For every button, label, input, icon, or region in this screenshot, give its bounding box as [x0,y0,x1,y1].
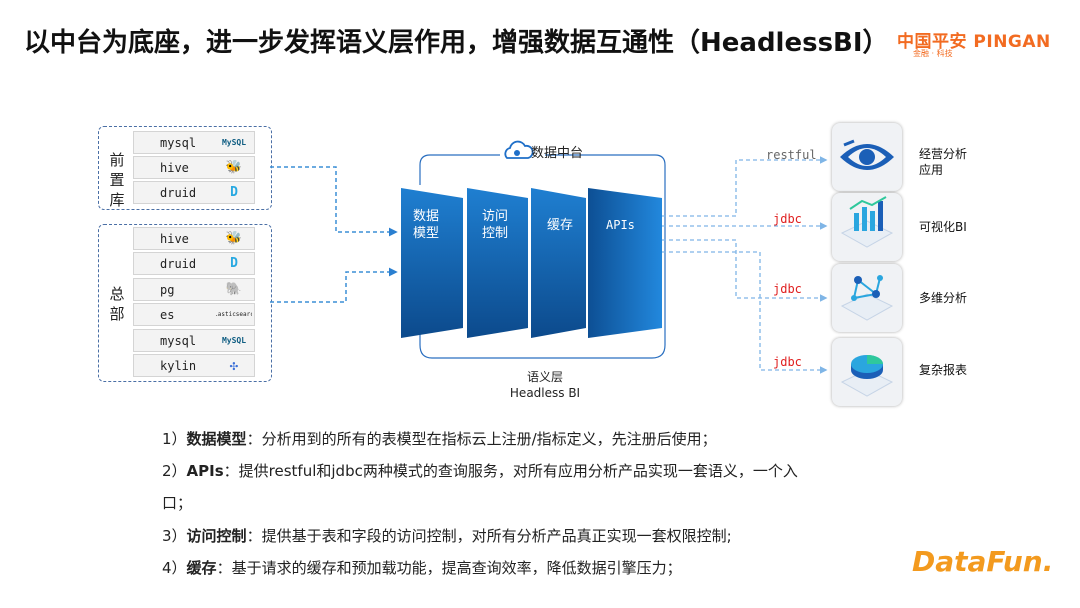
app-card-business-analysis [832,123,902,191]
app-label-visual-bi: 可视化BI [919,220,967,234]
druid-logo-icon: D [230,185,238,200]
db-name: hive [160,232,189,246]
output-connectors [662,156,828,374]
db-item-hive: hive 🐝 [133,156,255,179]
app-label-business-analysis: 经营分析 应用 [919,147,968,177]
mysql-logo-icon: MySQL [221,336,247,345]
hive-logo-icon: 🐝 [225,231,243,246]
pie-chart-icon [840,355,894,397]
db-name: druid [160,257,197,271]
front-db-group [98,126,272,210]
panel-cache-label: 缓存 [547,218,574,233]
db-item-pg: pg 🐘 [133,278,255,301]
platform-label: 数据中台 [531,146,584,161]
eye-icon [840,139,894,170]
db-name: mysql [160,136,197,150]
point-apis-continued: 口； [162,494,193,512]
db-item-druid: druid D [133,252,255,275]
datafun-logo: DataFun. [912,545,1054,578]
protocol-restful: restful [766,148,817,162]
page-title: 以中台为底座，进一步发挥语义层作用，增强数据互通性（HeadlessBI） [24,28,889,58]
protocol-jdbc: jdbc [773,212,802,226]
app-card-multidim [832,264,902,332]
db-item-mysql: mysql MySQL [133,131,255,154]
app-card-complex-report [832,338,902,406]
panel-apis [588,188,662,338]
panel-data-model-label: 数据 模型 [413,209,440,241]
app-label-multidim: 多维分析 [919,291,968,305]
panel-access-control-label: 访问 控制 [482,209,509,241]
point-data-model: 1）数据模型：分析用到的所有的表模型在指标云上注册/指标定义，先注册后使用； [162,430,717,448]
network-cube-icon [840,275,894,321]
front-db-label: 前 置 库 [109,151,125,209]
kylin-logo-icon: ✣ [229,357,239,374]
db-name: druid [160,186,197,200]
pingan-logo: 中国平安 PINGAN 金融 · 科技 [897,27,1067,59]
db-item-hive: hive 🐝 [133,227,255,250]
protocol-jdbc: jdbc [773,355,802,369]
point-apis: 2）APIs：提供restful和jdbc两种模式的查询服务，对所有应用分析产品… [162,462,798,480]
brand-subtitle: 金融 · 科技 [913,49,953,58]
point-access-control: 3）访问控制：提供基于表和字段的访问控制，对所有分析产品真正实现一套权限控制; [162,527,732,545]
hq-group [98,224,272,382]
cloud-icon [504,140,534,159]
elasticsearch-logo-icon: elasticsearch [216,311,252,318]
mysql-logo-icon: MySQL [221,138,247,147]
hq-label: 总 部 [109,285,125,323]
semantic-layer-label: 语义层 Headless BI [509,370,581,400]
db-name: mysql [160,334,197,348]
db-item-druid: druid D [133,181,255,204]
druid-logo-icon: D [230,256,238,271]
app-label-complex-report: 复杂报表 [919,363,968,377]
source-connectors [270,166,398,303]
db-name: es [160,308,175,322]
bar-chart-icon [840,196,894,248]
app-card-visual-bi [832,193,902,261]
db-item-kylin: kylin ✣ [133,354,255,377]
db-name: hive [160,161,189,175]
db-name: pg [160,283,175,297]
brand-name: 中国平安 PINGAN [897,32,1051,52]
platform-frame [419,154,666,359]
panel-apis-label: APIs [606,218,635,232]
point-cache: 4）缓存：基于请求的缓存和预加载功能，提高查询效率，降低数据引擎压力； [162,559,682,577]
panel-cache [531,188,586,338]
db-item-mysql: mysql MySQL [133,329,255,352]
hive-logo-icon: 🐝 [225,160,243,175]
postgres-logo-icon: 🐘 [225,282,243,297]
db-item-es: es elasticsearch [133,303,255,326]
protocol-jdbc: jdbc [773,282,802,296]
panel-data-model [401,188,463,338]
db-name: kylin [160,359,197,373]
panel-access-control [467,188,528,338]
